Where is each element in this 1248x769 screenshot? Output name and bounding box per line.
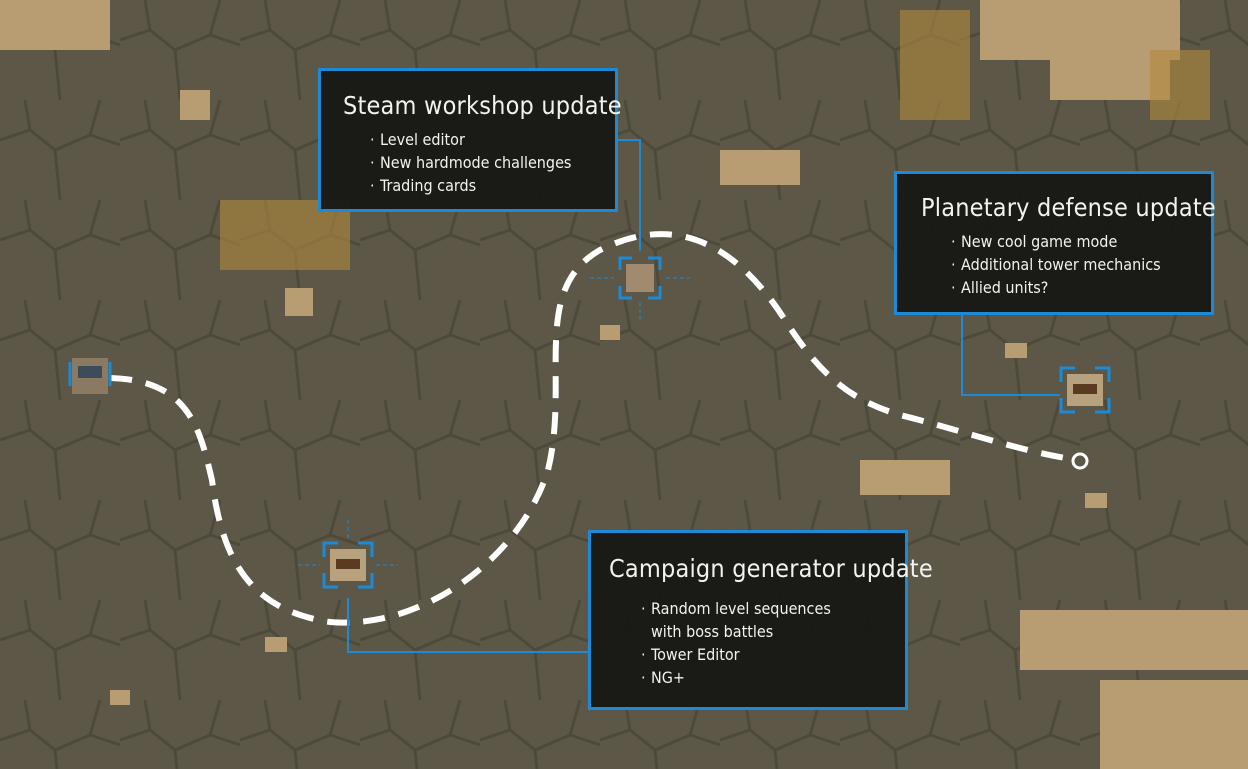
card-title: Steam workshop update [343, 91, 622, 120]
roadmap-card-planetary-defense: Planetary defense update New cool game m… [894, 171, 1216, 315]
card-item: Trading cards [370, 174, 615, 197]
card-title: Planetary defense update [921, 193, 1216, 222]
card-item: Additional tower mechanics [951, 253, 1211, 276]
card-item: NG+ [641, 666, 905, 689]
player-start-marker[interactable] [68, 358, 112, 394]
connector-lines [347, 139, 1060, 653]
card-title: Campaign generator update [609, 554, 933, 583]
route-end-marker [1071, 452, 1089, 470]
tower-marker-campaign[interactable] [298, 520, 398, 589]
card-item: Allied units? [951, 276, 1211, 299]
roadmap-card-steam-workshop: Steam workshop update Level editor New h… [318, 68, 622, 212]
tower-marker-workshop[interactable] [590, 248, 690, 324]
roadmap-card-campaign-generator: Campaign generator update Random level s… [588, 530, 933, 710]
dry-grass [220, 10, 1210, 270]
card-item: Tower Editor [641, 643, 905, 666]
card-item: New hardmode challenges [370, 151, 615, 174]
card-item: New cool game mode [951, 230, 1211, 253]
tower-marker-planetary[interactable] [1059, 366, 1111, 414]
card-item: Random level sequences with boss battles [641, 597, 905, 643]
card-item: Level editor [370, 128, 615, 151]
